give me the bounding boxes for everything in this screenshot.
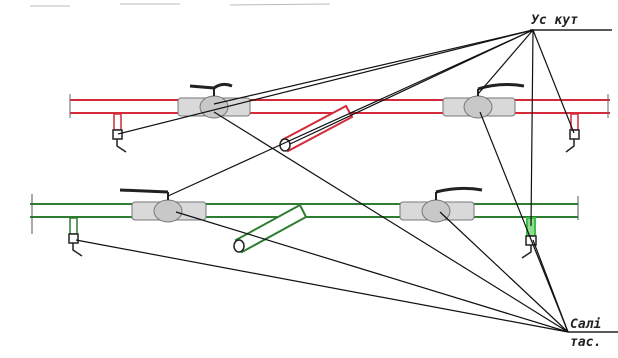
bottom-right-label-line1: Салі <box>570 317 602 332</box>
hot-drain-tap-right <box>565 113 580 153</box>
cold-drain-tap-right <box>521 217 537 259</box>
top-right-label: Ус кут <box>531 13 578 28</box>
cold-valve-right <box>399 186 483 223</box>
top-header-marks <box>30 3 331 7</box>
cold-branch-pipe <box>233 203 308 254</box>
leader-lines-top <box>117 29 575 227</box>
hot-drain-tap-left <box>112 113 127 153</box>
bottom-right-label-line2: тас. <box>570 335 602 350</box>
leader-lines-bottom <box>75 111 569 333</box>
hot-valve-left <box>177 82 251 119</box>
cold-drain-tap-left <box>68 217 83 257</box>
hot-valve-right <box>442 83 525 119</box>
